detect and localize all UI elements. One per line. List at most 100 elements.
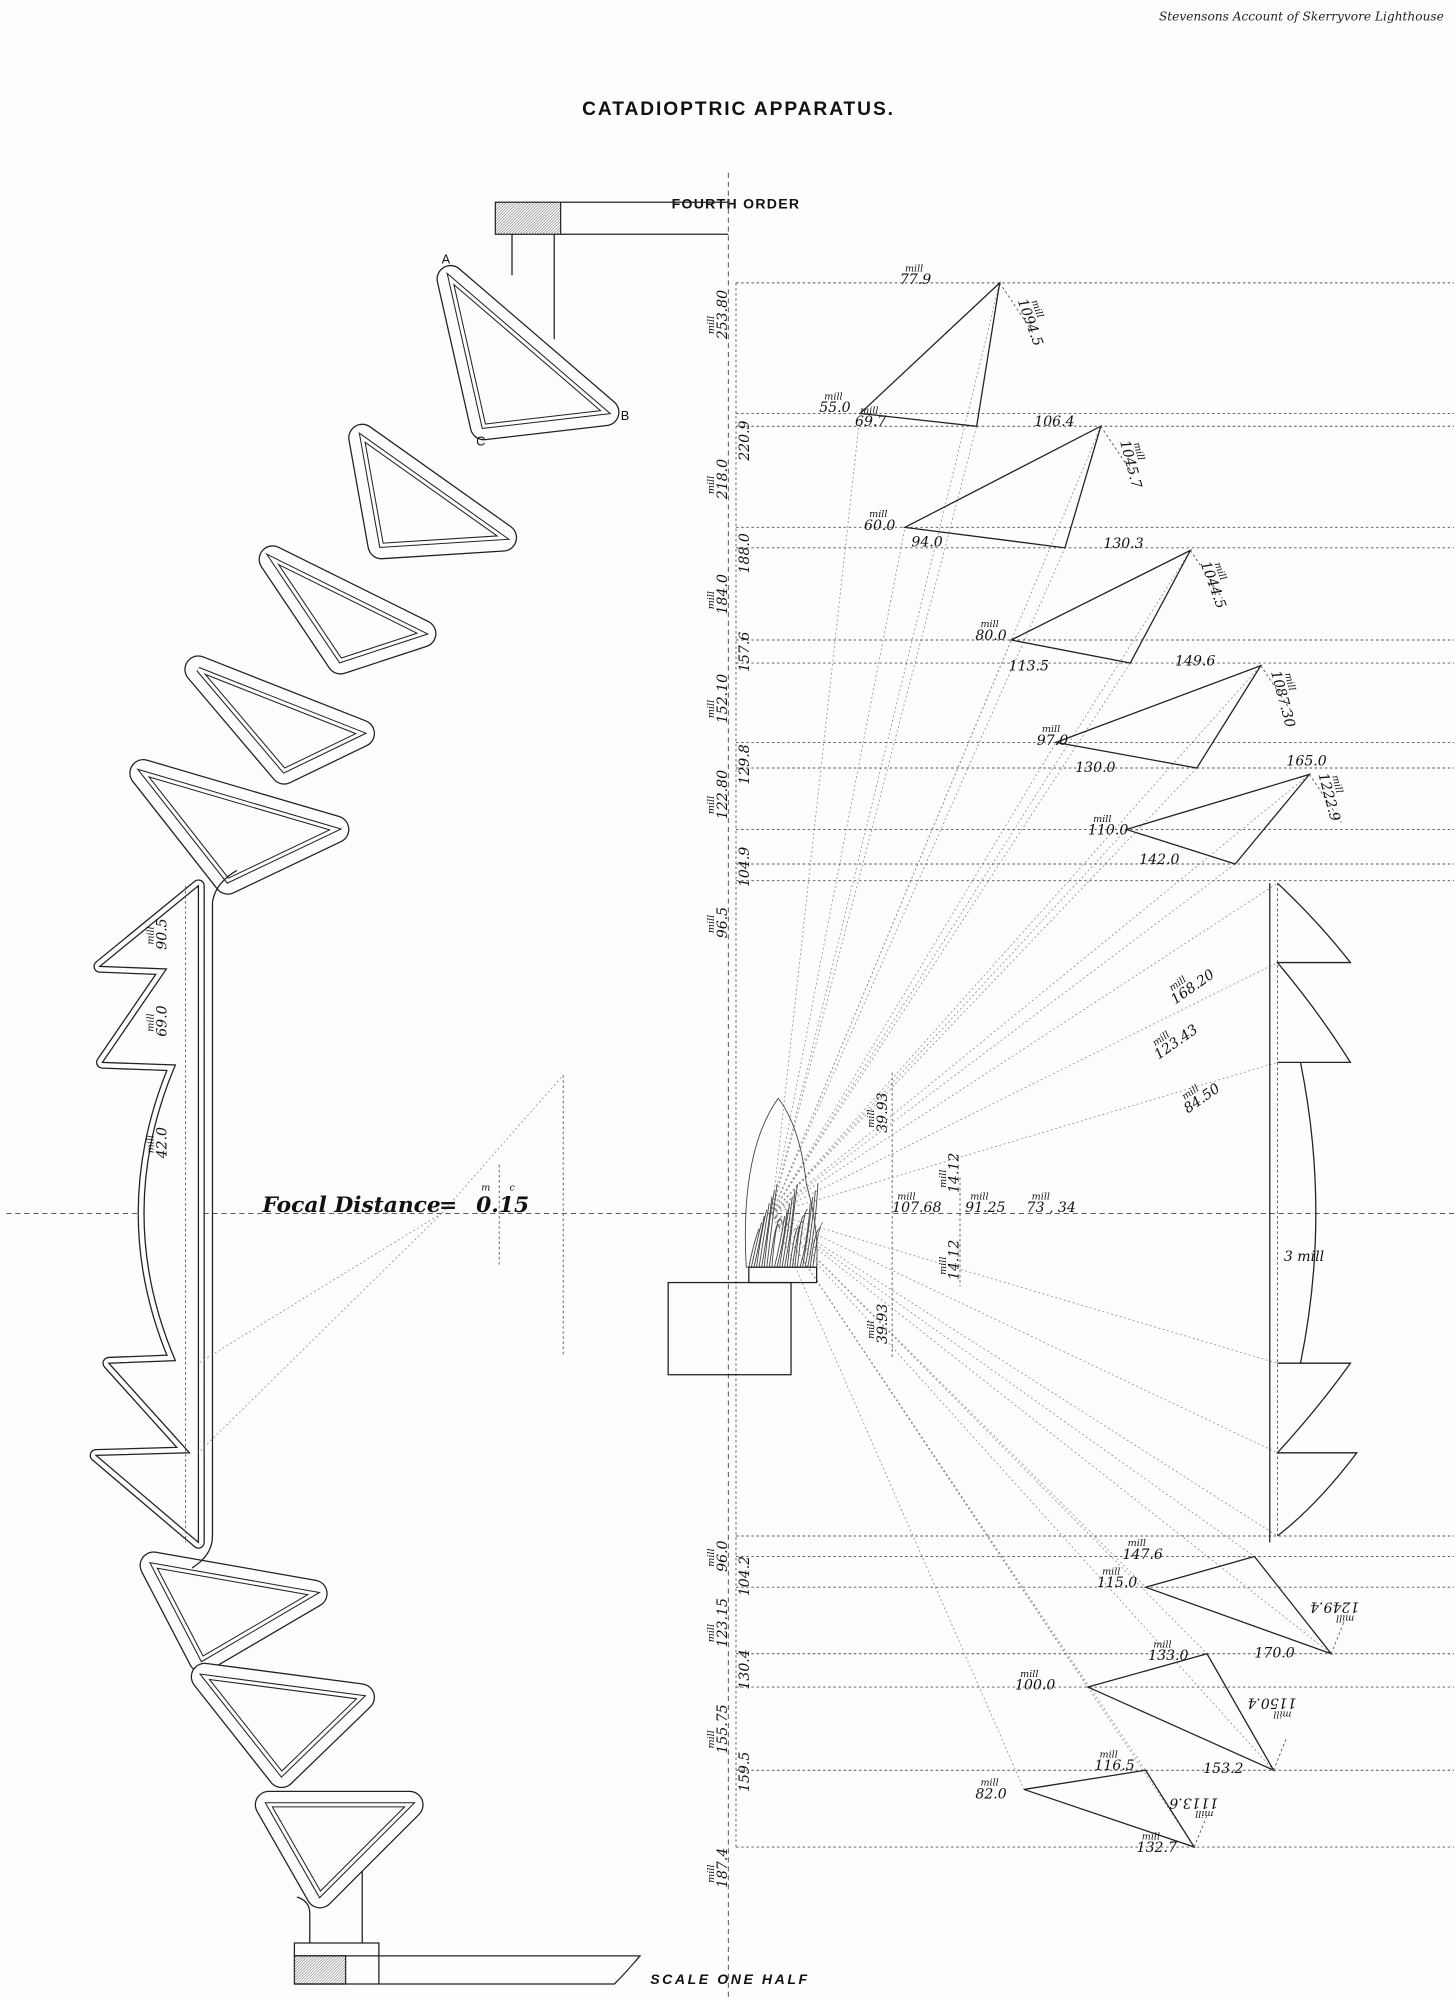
ray — [771, 282, 1001, 1214]
dimension-p4-gap: 157.6 — [737, 632, 753, 672]
prism-face-normal — [1190, 550, 1223, 599]
flame-stroke — [776, 1209, 788, 1268]
bottom-frame-bar — [293, 1855, 642, 1985]
unit-mill: mill — [1102, 1566, 1120, 1577]
dimension-value: 39.93 — [875, 1304, 891, 1344]
unit-mill: mill — [1153, 1639, 1171, 1650]
flame-stroke — [766, 1183, 778, 1268]
flame-stroke — [761, 1196, 773, 1268]
flame-stroke — [791, 1220, 803, 1268]
dimension-value: 106.4 — [1034, 414, 1074, 430]
scale-note: SCALE ONE HALF — [650, 1971, 809, 1987]
focal-equals: = — [439, 1193, 457, 1218]
dimension-value: 147.6 — [1123, 1547, 1163, 1563]
dimension-value: 84.50 — [1181, 1081, 1223, 1117]
dimension-value: 60.0 — [864, 518, 895, 534]
dimension-p5-base: 142.0 — [1139, 852, 1179, 868]
ray — [771, 1213, 1278, 1454]
right-prism-5 — [1124, 773, 1312, 865]
unit-mill: mill — [1100, 1749, 1118, 1760]
flame-stroke — [758, 1203, 770, 1268]
focal-unit-c: c — [509, 1182, 515, 1193]
point-a-label: A — [442, 252, 451, 267]
dimension-q2-base: 153.2 — [1203, 1761, 1243, 1777]
left-prism-2 — [348, 423, 518, 560]
left-prism-6 — [139, 1551, 328, 1673]
dimension-value: 130.3 — [1103, 536, 1143, 552]
dimension-value: 122.80 — [715, 770, 731, 819]
dimension-value: 55.0 — [819, 400, 850, 416]
unit-mill: mill — [824, 391, 842, 402]
dimension-value: 253.80 — [715, 290, 731, 340]
ray — [771, 1213, 1278, 1364]
left-prism-5 — [129, 759, 350, 895]
right-prism-6 — [1143, 1555, 1334, 1656]
ray — [771, 1213, 1274, 1771]
dimension-value: 100.0 — [1015, 1678, 1055, 1694]
dimension-value: 104.2 — [737, 1556, 753, 1596]
ray — [441, 1074, 564, 1214]
dimension-value: 218.0 — [715, 459, 731, 500]
dimension-value: 82.0 — [975, 1786, 1006, 1802]
dimension-p3-base: 113.5 — [1009, 659, 1049, 675]
dimension-q1-base: 170.0 — [1254, 1646, 1294, 1662]
unit-mill: mill — [706, 476, 717, 494]
right-dioptric-belt — [1269, 882, 1359, 1543]
dimension-p2-top: 106.4 — [1034, 414, 1074, 430]
unit-mill: mill — [1093, 814, 1111, 825]
ray — [771, 639, 1012, 1214]
prism-face-normal — [1100, 425, 1134, 475]
lamp-flame — [667, 1097, 824, 1376]
ray — [771, 742, 1057, 1214]
unit-mill: mill — [1336, 1612, 1354, 1623]
dimension-value: 130.0 — [1075, 760, 1115, 776]
unit-mill: mill — [980, 619, 998, 630]
flame-stroke — [807, 1183, 819, 1268]
prism-face-normal — [1273, 1738, 1287, 1771]
flame-stroke — [812, 1221, 824, 1268]
dimension-value: 116.5 — [1094, 1758, 1134, 1774]
unit-mill: mill — [869, 509, 887, 520]
unit-mill: mill — [1128, 1538, 1146, 1549]
dimension-value: 90.5 — [154, 918, 170, 949]
flame-stroke — [796, 1209, 809, 1268]
focal-unit-m: m — [481, 1182, 490, 1193]
left-prism-4 — [184, 655, 376, 785]
dimension-value: 77.9 — [900, 272, 931, 288]
ray — [771, 767, 1198, 1214]
dimension-value: 3 mill — [1284, 1249, 1324, 1265]
unit-mill: mill — [1131, 441, 1146, 462]
flame-stroke — [773, 1215, 786, 1268]
dimension-value: 14.12 — [947, 1153, 963, 1193]
flame-stroke — [771, 1218, 783, 1268]
dimension-p5-top: 165.0 — [1286, 753, 1326, 769]
dimension-value: 1249.4 — [1310, 1599, 1359, 1615]
unit-mill: mill — [706, 1624, 717, 1642]
flame-stroke — [763, 1190, 775, 1268]
ray — [771, 1213, 1278, 1537]
dimension-value: 1113.6 — [1169, 1794, 1218, 1810]
unit-mill: mill — [1195, 1808, 1213, 1819]
dimension-value: 69.0 — [154, 1005, 170, 1036]
dimension-value: 184.0 — [715, 574, 731, 614]
dimension-value: 110.0 — [1088, 823, 1128, 839]
dimension-p4-top: 149.6 — [1175, 654, 1215, 670]
unit-mill: mill — [146, 1135, 157, 1153]
dimension-value: 94.0 — [911, 535, 942, 551]
